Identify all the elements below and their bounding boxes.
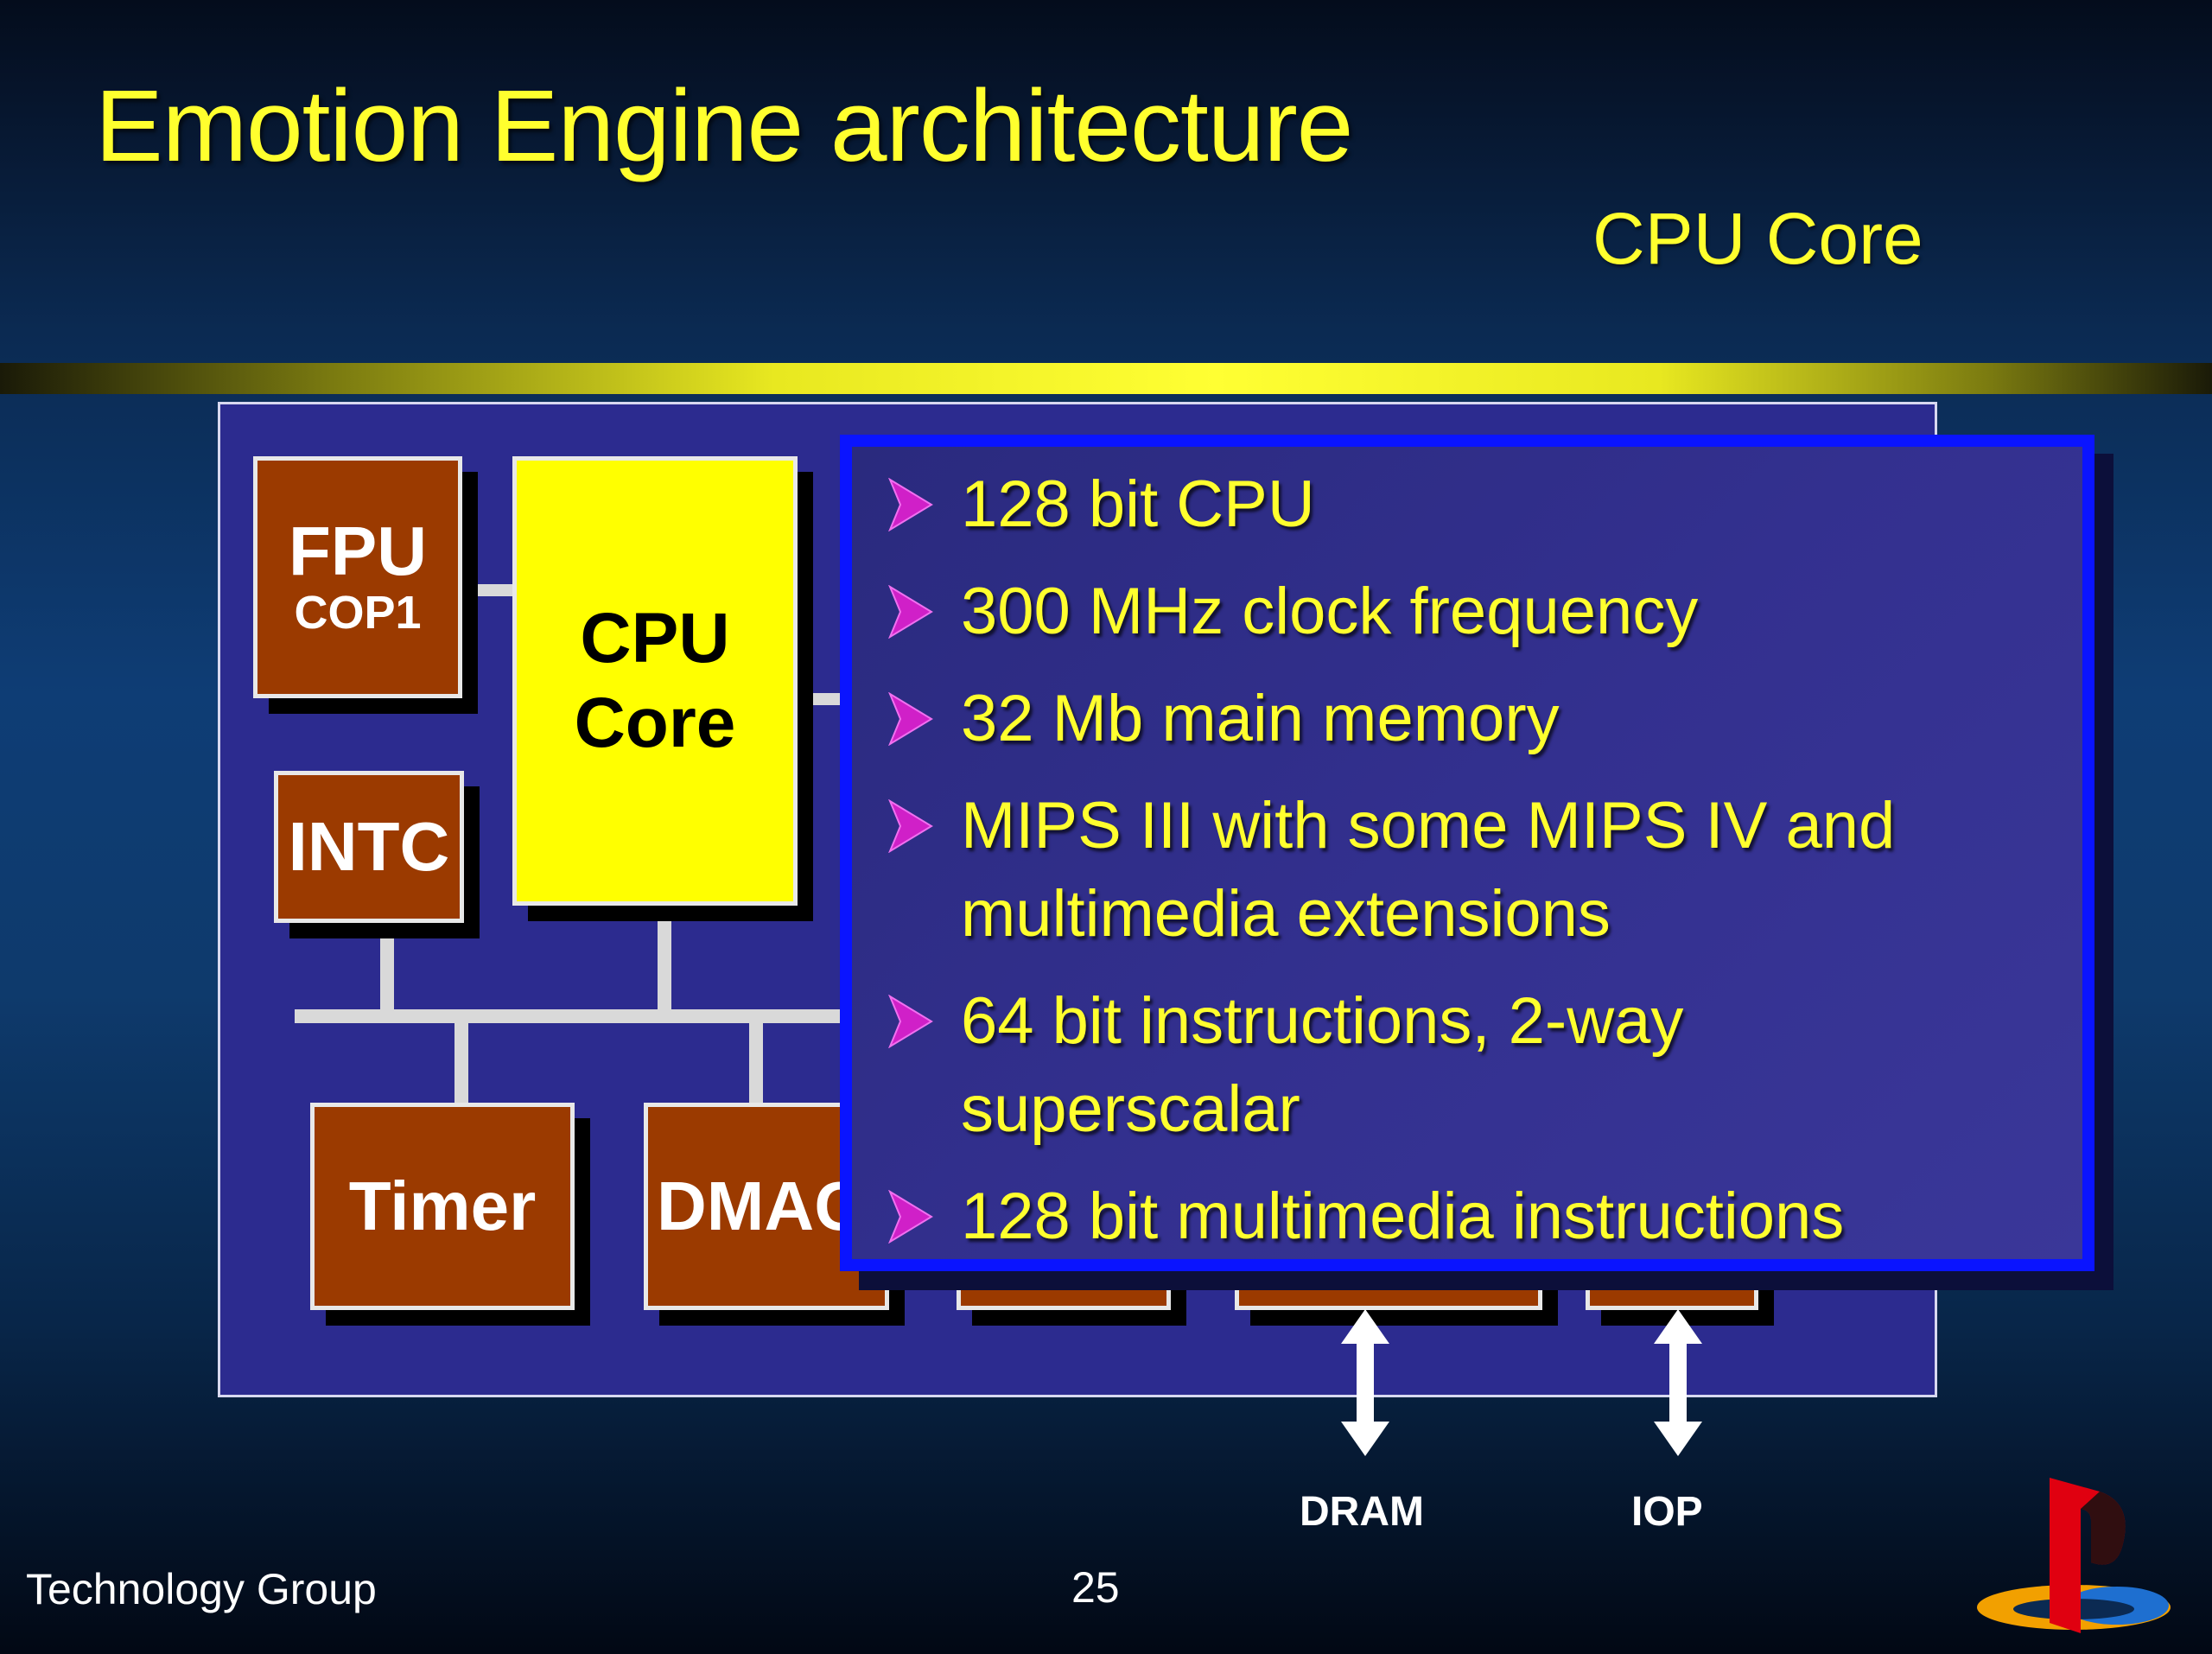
- page-number: 25: [1071, 1563, 1120, 1612]
- intc-block: INTC: [274, 771, 464, 923]
- footer-organization: Technology Group: [26, 1565, 377, 1613]
- iop-arrow-icon: [1654, 1309, 1702, 1456]
- intc-label: INTC: [288, 808, 450, 885]
- feature-bullet-text: MIPS III with some MIPS IV and: [961, 789, 1896, 862]
- timer-label: Timer: [348, 1167, 537, 1244]
- feature-bullet: 64 bit instructions, 2-way superscalar: [852, 977, 2082, 1154]
- feature-bullet: 32 Mb main memory: [852, 675, 2082, 763]
- connector-dmac-bus: [749, 1021, 763, 1104]
- divider-bar: [0, 363, 2212, 394]
- feature-bullet-text: superscalar: [961, 1072, 1300, 1146]
- feature-bullet-text: 64 bit instructions, 2-way: [961, 984, 1684, 1058]
- timer-block: Timer: [310, 1103, 575, 1310]
- fpu-block: FPU COP1: [253, 456, 462, 698]
- slide-subtitle: CPU Core: [1592, 198, 1923, 279]
- dram-label: DRAM: [1300, 1489, 1424, 1535]
- slide-title: Emotion Engine architecture: [95, 69, 1353, 183]
- connector-timer-bus: [454, 1021, 468, 1104]
- arrow-bullet-icon: [888, 799, 933, 853]
- arrow-bullet-icon: [888, 1190, 933, 1244]
- fpu-label: FPU: [289, 512, 427, 590]
- feature-bullet-text: 300 MHz clock frequency: [961, 575, 1699, 648]
- feature-bullet-text: 128 bit CPU: [961, 468, 1315, 541]
- bus-horizontal: [295, 1009, 848, 1023]
- feature-bullet: 300 MHz clock frequency: [852, 568, 2082, 656]
- feature-bullet-text: multimedia extensions: [961, 877, 1611, 951]
- feature-bullet: 128 bit CPU: [852, 461, 2082, 549]
- iop-label: IOP: [1631, 1489, 1703, 1535]
- connector-cpu-bus: [658, 906, 671, 1011]
- feature-bullet-text: 32 Mb main memory: [961, 682, 1560, 755]
- cpu-core-label-line1: CPU: [580, 598, 730, 678]
- arrow-bullet-icon: [888, 585, 933, 639]
- arrow-bullet-icon: [888, 995, 933, 1048]
- cpu-core-label-line2: Core: [574, 684, 736, 762]
- connector-fpu-cpu: [461, 584, 512, 596]
- connector-intc-bus: [380, 921, 394, 1011]
- arrow-bullet-icon: [888, 478, 933, 531]
- fpu-sublabel: COP1: [294, 587, 422, 639]
- connector-cpu-popup: [795, 693, 847, 705]
- cpu-core-callout: 128 bit CPU 300 MHz clock frequency 32 Mb …: [840, 435, 2094, 1271]
- arrow-bullet-icon: [888, 692, 933, 746]
- feature-bullet-text: 128 bit multimedia instructions: [961, 1180, 1845, 1253]
- feature-bullet: MIPS III with some MIPS IV and multimedia…: [852, 782, 2082, 958]
- feature-bullet: 128 bit multimedia instructions: [852, 1173, 2082, 1261]
- dram-arrow-icon: [1341, 1309, 1389, 1456]
- dmac-label: DMAC: [657, 1167, 864, 1244]
- playstation-logo-icon: [1977, 1478, 2171, 1633]
- cpu-core-block: CPU Core: [512, 456, 798, 906]
